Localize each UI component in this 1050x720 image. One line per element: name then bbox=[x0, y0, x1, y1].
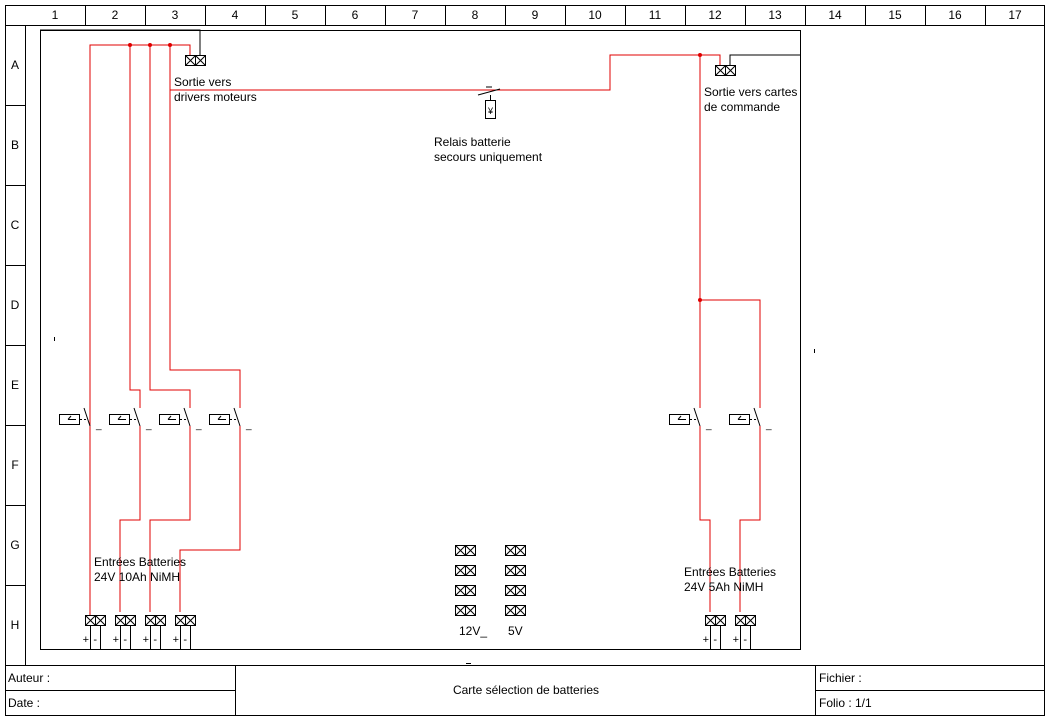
column-label: 10 bbox=[588, 8, 602, 22]
battery-relay-switch: _ bbox=[669, 407, 712, 432]
column-label: 14 bbox=[828, 8, 842, 22]
minus-terminal-label: - bbox=[183, 634, 187, 646]
switch-dash: _ bbox=[145, 420, 152, 431]
left-battery-label-1: Entrées Batteries bbox=[94, 555, 186, 569]
motor-output-label-2: drivers moteurs bbox=[174, 90, 257, 104]
column-label: 3 bbox=[172, 8, 179, 22]
row-label: D bbox=[11, 298, 20, 312]
column-label: 11 bbox=[649, 8, 662, 22]
left-battery-wiring bbox=[40, 29, 700, 620]
command-output-connector bbox=[715, 65, 736, 76]
row-grid: A B C D E F G H bbox=[5, 58, 25, 632]
minus-terminal-label: - bbox=[123, 634, 127, 646]
svg-text:¥: ¥ bbox=[487, 106, 494, 116]
output-connector-12v bbox=[455, 605, 476, 616]
battery-input-connector: +- bbox=[113, 615, 136, 650]
backup-relay: ¥ bbox=[477, 86, 501, 119]
column-label: 9 bbox=[532, 8, 539, 22]
column-label: 4 bbox=[232, 8, 239, 22]
battery-input-connectors: +-+-+-+-+-+- bbox=[83, 615, 756, 650]
folio-label: Folio : 1/1 bbox=[819, 696, 872, 710]
battery-relay-switch: _ bbox=[729, 407, 772, 432]
switch-dash: _ bbox=[705, 420, 712, 431]
column-label: 6 bbox=[352, 8, 359, 22]
column-label: 16 bbox=[948, 8, 962, 22]
output-connector-12v bbox=[455, 565, 476, 576]
relay-label-2: secours uniquement bbox=[434, 150, 543, 164]
file-label: Fichier : bbox=[819, 671, 862, 685]
right-battery-label-1: Entrées Batteries bbox=[684, 565, 776, 579]
switch-dash: _ bbox=[765, 420, 772, 431]
switch-dash: _ bbox=[245, 420, 252, 431]
column-label: 5 bbox=[292, 8, 299, 22]
column-label: 7 bbox=[412, 8, 419, 22]
relay-label-1: Relais batterie bbox=[434, 135, 511, 149]
switch-dash: _ bbox=[195, 420, 202, 431]
label-12v: 12V_ bbox=[459, 624, 487, 638]
output-connector-5v bbox=[505, 585, 526, 596]
minus-terminal-label: - bbox=[743, 634, 747, 646]
board-outline bbox=[40, 30, 801, 650]
battery-relay-switch: _ bbox=[159, 407, 202, 432]
battery-relay-switch: _ bbox=[109, 407, 152, 432]
column-label: 12 bbox=[708, 8, 722, 22]
column-label: 15 bbox=[888, 8, 902, 22]
label-5v: 5V bbox=[508, 624, 523, 638]
column-label: 17 bbox=[1008, 8, 1022, 22]
row-label: A bbox=[11, 58, 19, 72]
motor-output-connector bbox=[185, 55, 206, 66]
plus-terminal-label: + bbox=[733, 634, 739, 646]
plus-terminal-label: + bbox=[703, 634, 709, 646]
plus-terminal-label: + bbox=[113, 634, 119, 646]
sheet-title: Carte sélection de batteries bbox=[453, 683, 599, 697]
output-connector-5v bbox=[505, 545, 526, 556]
battery-input-connector: +- bbox=[733, 615, 756, 650]
row-label: H bbox=[11, 618, 20, 632]
battery-input-connector: +- bbox=[173, 615, 196, 650]
plus-terminal-label: + bbox=[143, 634, 149, 646]
minus-terminal-label: - bbox=[153, 634, 157, 646]
minus-terminal-label: - bbox=[713, 634, 717, 646]
right-battery-wiring bbox=[698, 53, 800, 612]
sheet-border bbox=[5, 5, 1045, 716]
switch-dash: _ bbox=[95, 420, 102, 431]
battery-relay-switch: _ bbox=[59, 407, 102, 432]
minus-terminal-label: - bbox=[93, 634, 97, 646]
plus-terminal-label: + bbox=[173, 634, 179, 646]
output-connector-5v bbox=[505, 565, 526, 576]
output-connector-5v bbox=[505, 605, 526, 616]
column-label: 13 bbox=[768, 8, 782, 22]
date-label: Date : bbox=[8, 696, 40, 710]
command-output-label-2: de commande bbox=[704, 100, 780, 114]
battery-input-connector: +- bbox=[143, 615, 166, 650]
row-label: F bbox=[11, 458, 18, 472]
row-label: G bbox=[10, 538, 19, 552]
battery-relays: _ _ _ _ _ _ bbox=[59, 407, 772, 432]
left-battery-label-2: 24V 10Ah NiMH bbox=[94, 570, 180, 584]
output-connector-12v bbox=[455, 585, 476, 596]
plus-terminal-label: + bbox=[83, 634, 89, 646]
battery-relay-switch: _ bbox=[209, 407, 252, 432]
command-output-label-1: Sortie vers cartes bbox=[704, 85, 797, 99]
motor-output-label-1: Sortie vers bbox=[174, 75, 231, 89]
row-label: E bbox=[11, 378, 19, 392]
row-label: C bbox=[11, 218, 20, 232]
right-battery-label-2: 24V 5Ah NiMH bbox=[684, 580, 763, 594]
voltage-output-connectors bbox=[455, 545, 526, 616]
output-connector-12v bbox=[455, 545, 476, 556]
row-label: B bbox=[11, 138, 19, 152]
battery-input-connector: +- bbox=[703, 615, 726, 650]
battery-input-connector: +- bbox=[83, 615, 106, 650]
column-label: 2 bbox=[112, 8, 119, 22]
column-label: 8 bbox=[472, 8, 479, 22]
column-label: 1 bbox=[52, 8, 59, 22]
author-label: Auteur : bbox=[8, 671, 50, 685]
